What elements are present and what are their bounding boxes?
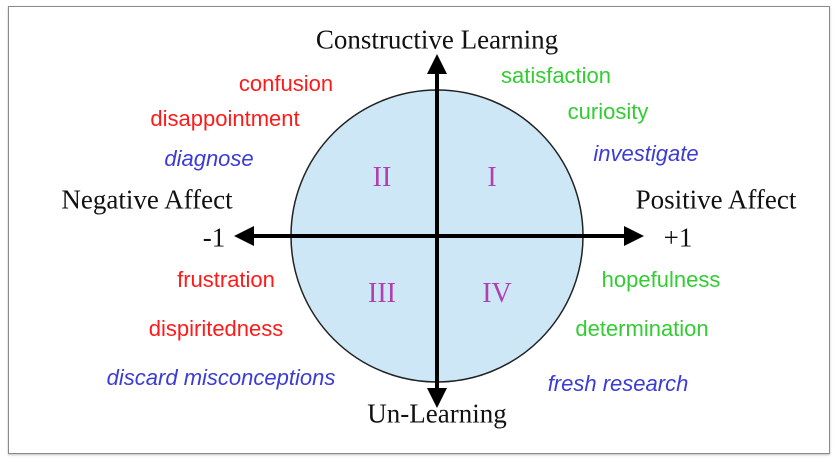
emotion-satisfaction: satisfaction xyxy=(500,63,612,88)
action-fresh-research: fresh research xyxy=(547,371,689,396)
emotion-disappointment: disappointment xyxy=(150,106,300,131)
emotion-dispiritedness: dispiritedness xyxy=(148,316,284,341)
bottom-axis-label: Un-Learning xyxy=(367,398,507,429)
top-axis-label: Constructive Learning xyxy=(315,24,559,55)
quadrant-i-label: I xyxy=(487,162,497,193)
emotion-confusion: confusion xyxy=(238,71,334,96)
emotion-curiosity: curiosity xyxy=(567,99,649,124)
left-axis-label: Negative Affect xyxy=(61,184,233,215)
action-diagnose: diagnose xyxy=(164,146,254,171)
emotion-hopefulness: hopefulness xyxy=(601,267,721,292)
action-discard-misconceptions: discard misconceptions xyxy=(106,365,336,390)
quadrant-iii-label: III xyxy=(368,278,396,309)
quadrant-ii-label: II xyxy=(372,162,392,193)
emotion-determination: determination xyxy=(575,316,709,341)
right-axis-value: +1 xyxy=(663,222,693,253)
left-axis-value: -1 xyxy=(202,222,226,253)
action-investigate: investigate xyxy=(593,141,699,166)
emotion-frustration: frustration xyxy=(177,267,275,292)
quadrant-iv-label: IV xyxy=(482,278,512,309)
right-axis-label: Positive Affect xyxy=(635,184,797,215)
